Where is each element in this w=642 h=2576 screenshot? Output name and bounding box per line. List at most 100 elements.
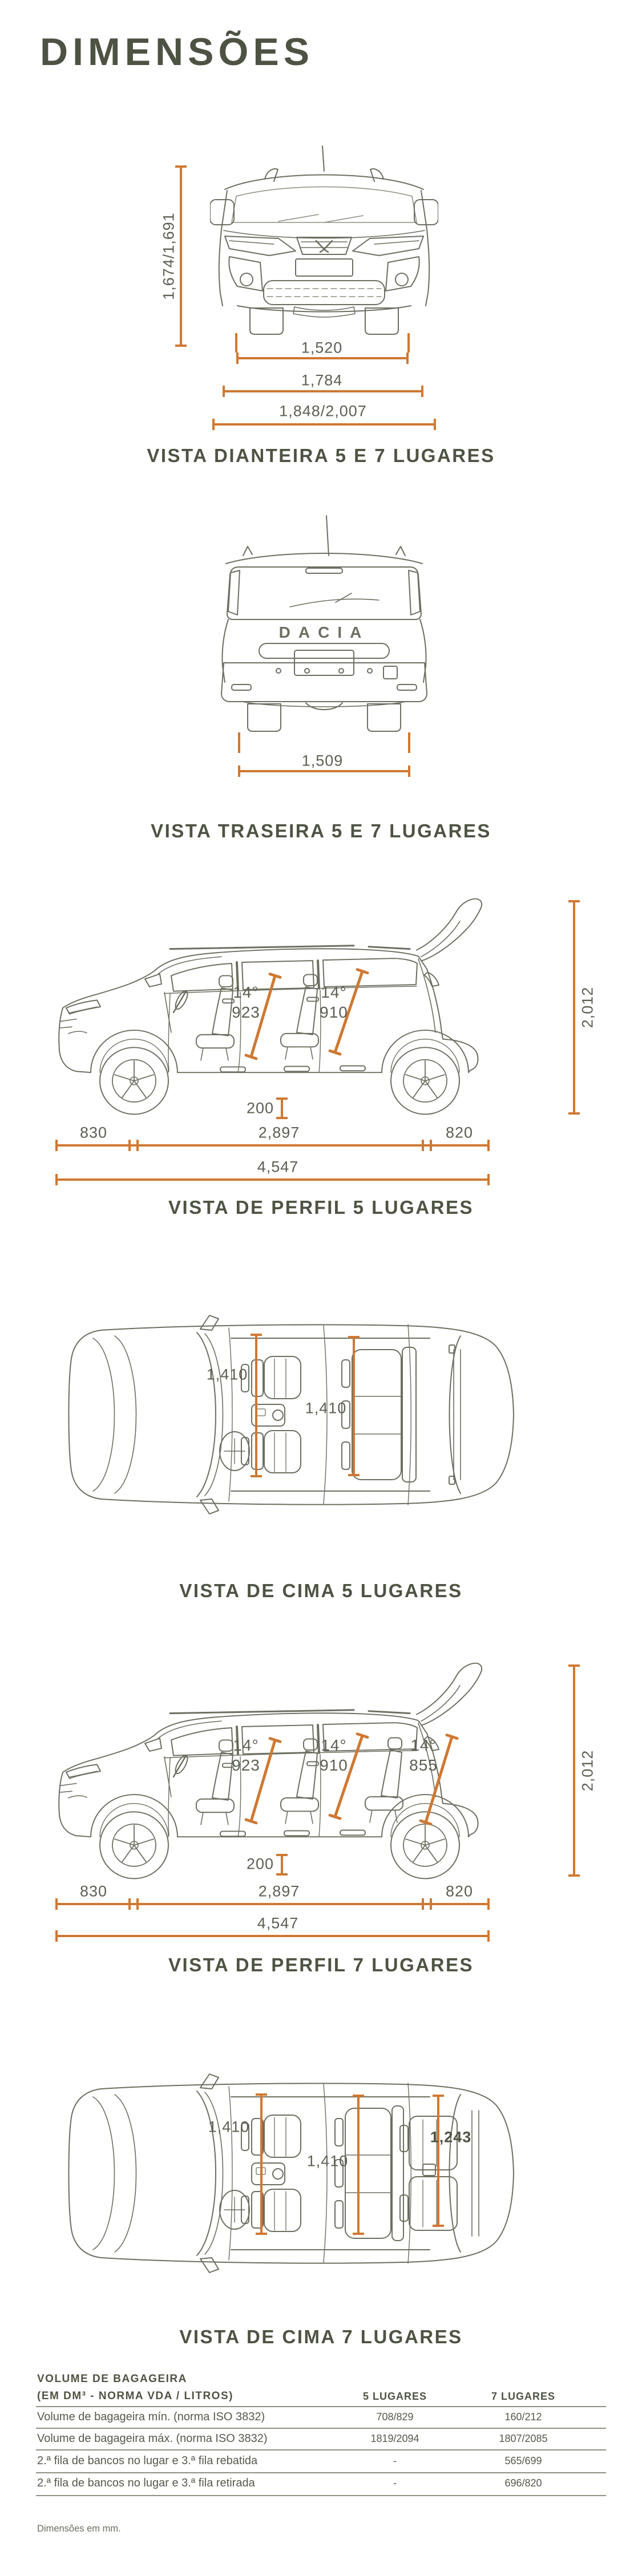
- rear-window: [227, 566, 422, 620]
- top5-front-width-label: 1,410: [206, 1366, 248, 1383]
- center-console: [251, 2162, 285, 2185]
- table-rule: [36, 2495, 606, 2496]
- profile5-height-label: 2,012: [579, 986, 596, 1028]
- front-seat: [196, 975, 235, 1061]
- mirror-right: [414, 199, 438, 225]
- table-title-line1: VOLUME DE BAGAGEIRA: [37, 2373, 187, 2385]
- rear-window: [322, 958, 418, 987]
- headlight-left: [224, 236, 296, 256]
- junction-tick: [128, 1140, 131, 1151]
- front-wheel: [99, 1038, 169, 1115]
- door-handle: [306, 997, 319, 1002]
- wheel-tick: [407, 333, 410, 353]
- front-height-label: 1,674/1,691: [160, 212, 177, 300]
- table-row-value: 160/212: [504, 2411, 542, 2423]
- top7-second-width-line: [353, 2095, 364, 2235]
- table-rule: [36, 2449, 606, 2451]
- wheel-tick: [235, 333, 237, 353]
- top5-front-width-line: [251, 1334, 262, 1477]
- table-row-label: 2.ª fila de bancos no lugar e 3.ª fila r…: [37, 2477, 255, 2489]
- dacia-badge: DACIA: [279, 623, 370, 641]
- seat-dimension-lines: [244, 1732, 459, 1826]
- steering-wheel: [164, 990, 188, 1033]
- front-track-label: 1,520: [301, 339, 343, 357]
- pillar-light-left: [228, 570, 240, 615]
- skid-plate: [293, 306, 356, 318]
- lower-grille: [263, 280, 385, 305]
- table-row-label: 2.ª fila de bancos no lugar e 3.ª fila r…: [37, 2455, 258, 2467]
- door-cuts: [168, 990, 321, 1073]
- profile-7-drawing: [58, 1662, 482, 1880]
- table-rule: [36, 2472, 606, 2473]
- profile7-clearance-label: 200: [246, 1855, 274, 1873]
- table-title-line2: (EM DM³ - NORMA VDA / LITROS): [37, 2390, 233, 2402]
- top5-caption: VISTA DE CIMA 5 LUGARES: [179, 1580, 463, 1601]
- headlight-right: [352, 236, 424, 256]
- wipers: [278, 214, 364, 223]
- front-mirror-width-line: [212, 419, 436, 430]
- grille: [296, 237, 352, 255]
- rear-track-label: 1,509: [301, 752, 344, 769]
- profile5-height-line: [568, 900, 580, 1115]
- bumper: [237, 305, 411, 313]
- wheel-left: [247, 703, 281, 732]
- roof-rails: [231, 1338, 430, 1492]
- a-pillar: [221, 190, 427, 230]
- top7-caption: VISTA DE CIMA 7 LUGARES: [179, 2326, 463, 2347]
- passenger-seat: [241, 1356, 301, 1399]
- mirror: [144, 973, 162, 987]
- cargo-area: [471, 2110, 479, 2237]
- seat1-dim: 14° 923: [232, 983, 260, 1021]
- profile5-rear-overhang: 820: [445, 1124, 474, 1141]
- front-height-line: [175, 165, 187, 347]
- roof-rail-fin: [370, 168, 384, 182]
- steering-wheel: [164, 1755, 188, 1797]
- junction-tick: [422, 1140, 424, 1151]
- taillight: [423, 971, 439, 987]
- second-row-seat: [280, 974, 319, 1060]
- driver-seat: [241, 1430, 301, 1473]
- passenger-seat: [241, 2115, 301, 2158]
- roof-rail-fin: [395, 546, 406, 556]
- profile7-height-label: 2,012: [579, 1749, 596, 1792]
- b-pillars: [236, 959, 320, 991]
- table-rule: [36, 2406, 606, 2407]
- profile-5-drawing: [58, 898, 482, 1115]
- table-row-value: -: [393, 2477, 397, 2489]
- wheel-left: [249, 307, 284, 335]
- front-seat: [196, 1739, 235, 1825]
- rear-wheel: [390, 1803, 460, 1880]
- junction-tick: [128, 1898, 131, 1910]
- hatch-aperture: [418, 958, 436, 1033]
- windshield: [231, 186, 417, 223]
- profile7-height-line: [568, 1664, 580, 1877]
- license-plate: [295, 258, 353, 277]
- profile5-clearance-label: 200: [246, 1099, 274, 1117]
- profile7-wheelbase: 2,897: [258, 1882, 300, 1900]
- tailgate-trim: [259, 643, 390, 659]
- front-body-width-line: [223, 386, 423, 397]
- rear-wheel: [390, 1038, 460, 1115]
- car-body: [68, 1324, 514, 1505]
- table-row-value: 1819/2094: [370, 2433, 419, 2444]
- hood-line: [223, 230, 425, 239]
- front-body-width-label: 1,784: [301, 371, 343, 389]
- profile7-caption: VISTA DE PERFIL 7 LUGARES: [168, 1954, 474, 1975]
- mirror-left: [210, 199, 235, 225]
- second-row-bench: [341, 1347, 417, 1483]
- second-row-seat: [280, 1738, 319, 1824]
- driver-seat: [241, 2189, 301, 2232]
- second-row-bench: [334, 2105, 404, 2241]
- front-view-caption: VISTA DIANTEIRA 5 E 7 LUGARES: [147, 445, 495, 466]
- brake-light: [305, 568, 343, 574]
- top-5-drawing: [68, 1315, 514, 1514]
- car-body: [58, 948, 479, 1074]
- top7-front-width-line: [256, 2093, 267, 2235]
- front-view-drawing: [210, 145, 438, 335]
- car-body: [58, 1712, 479, 1838]
- dimensions-footnote: Dimensões em mm.: [37, 2524, 121, 2534]
- profile7-length-label: 4,547: [257, 1914, 299, 1932]
- bumper: [221, 662, 427, 702]
- profile5-length-label: 4,547: [257, 1158, 299, 1176]
- steering-wheel: [219, 1431, 250, 1471]
